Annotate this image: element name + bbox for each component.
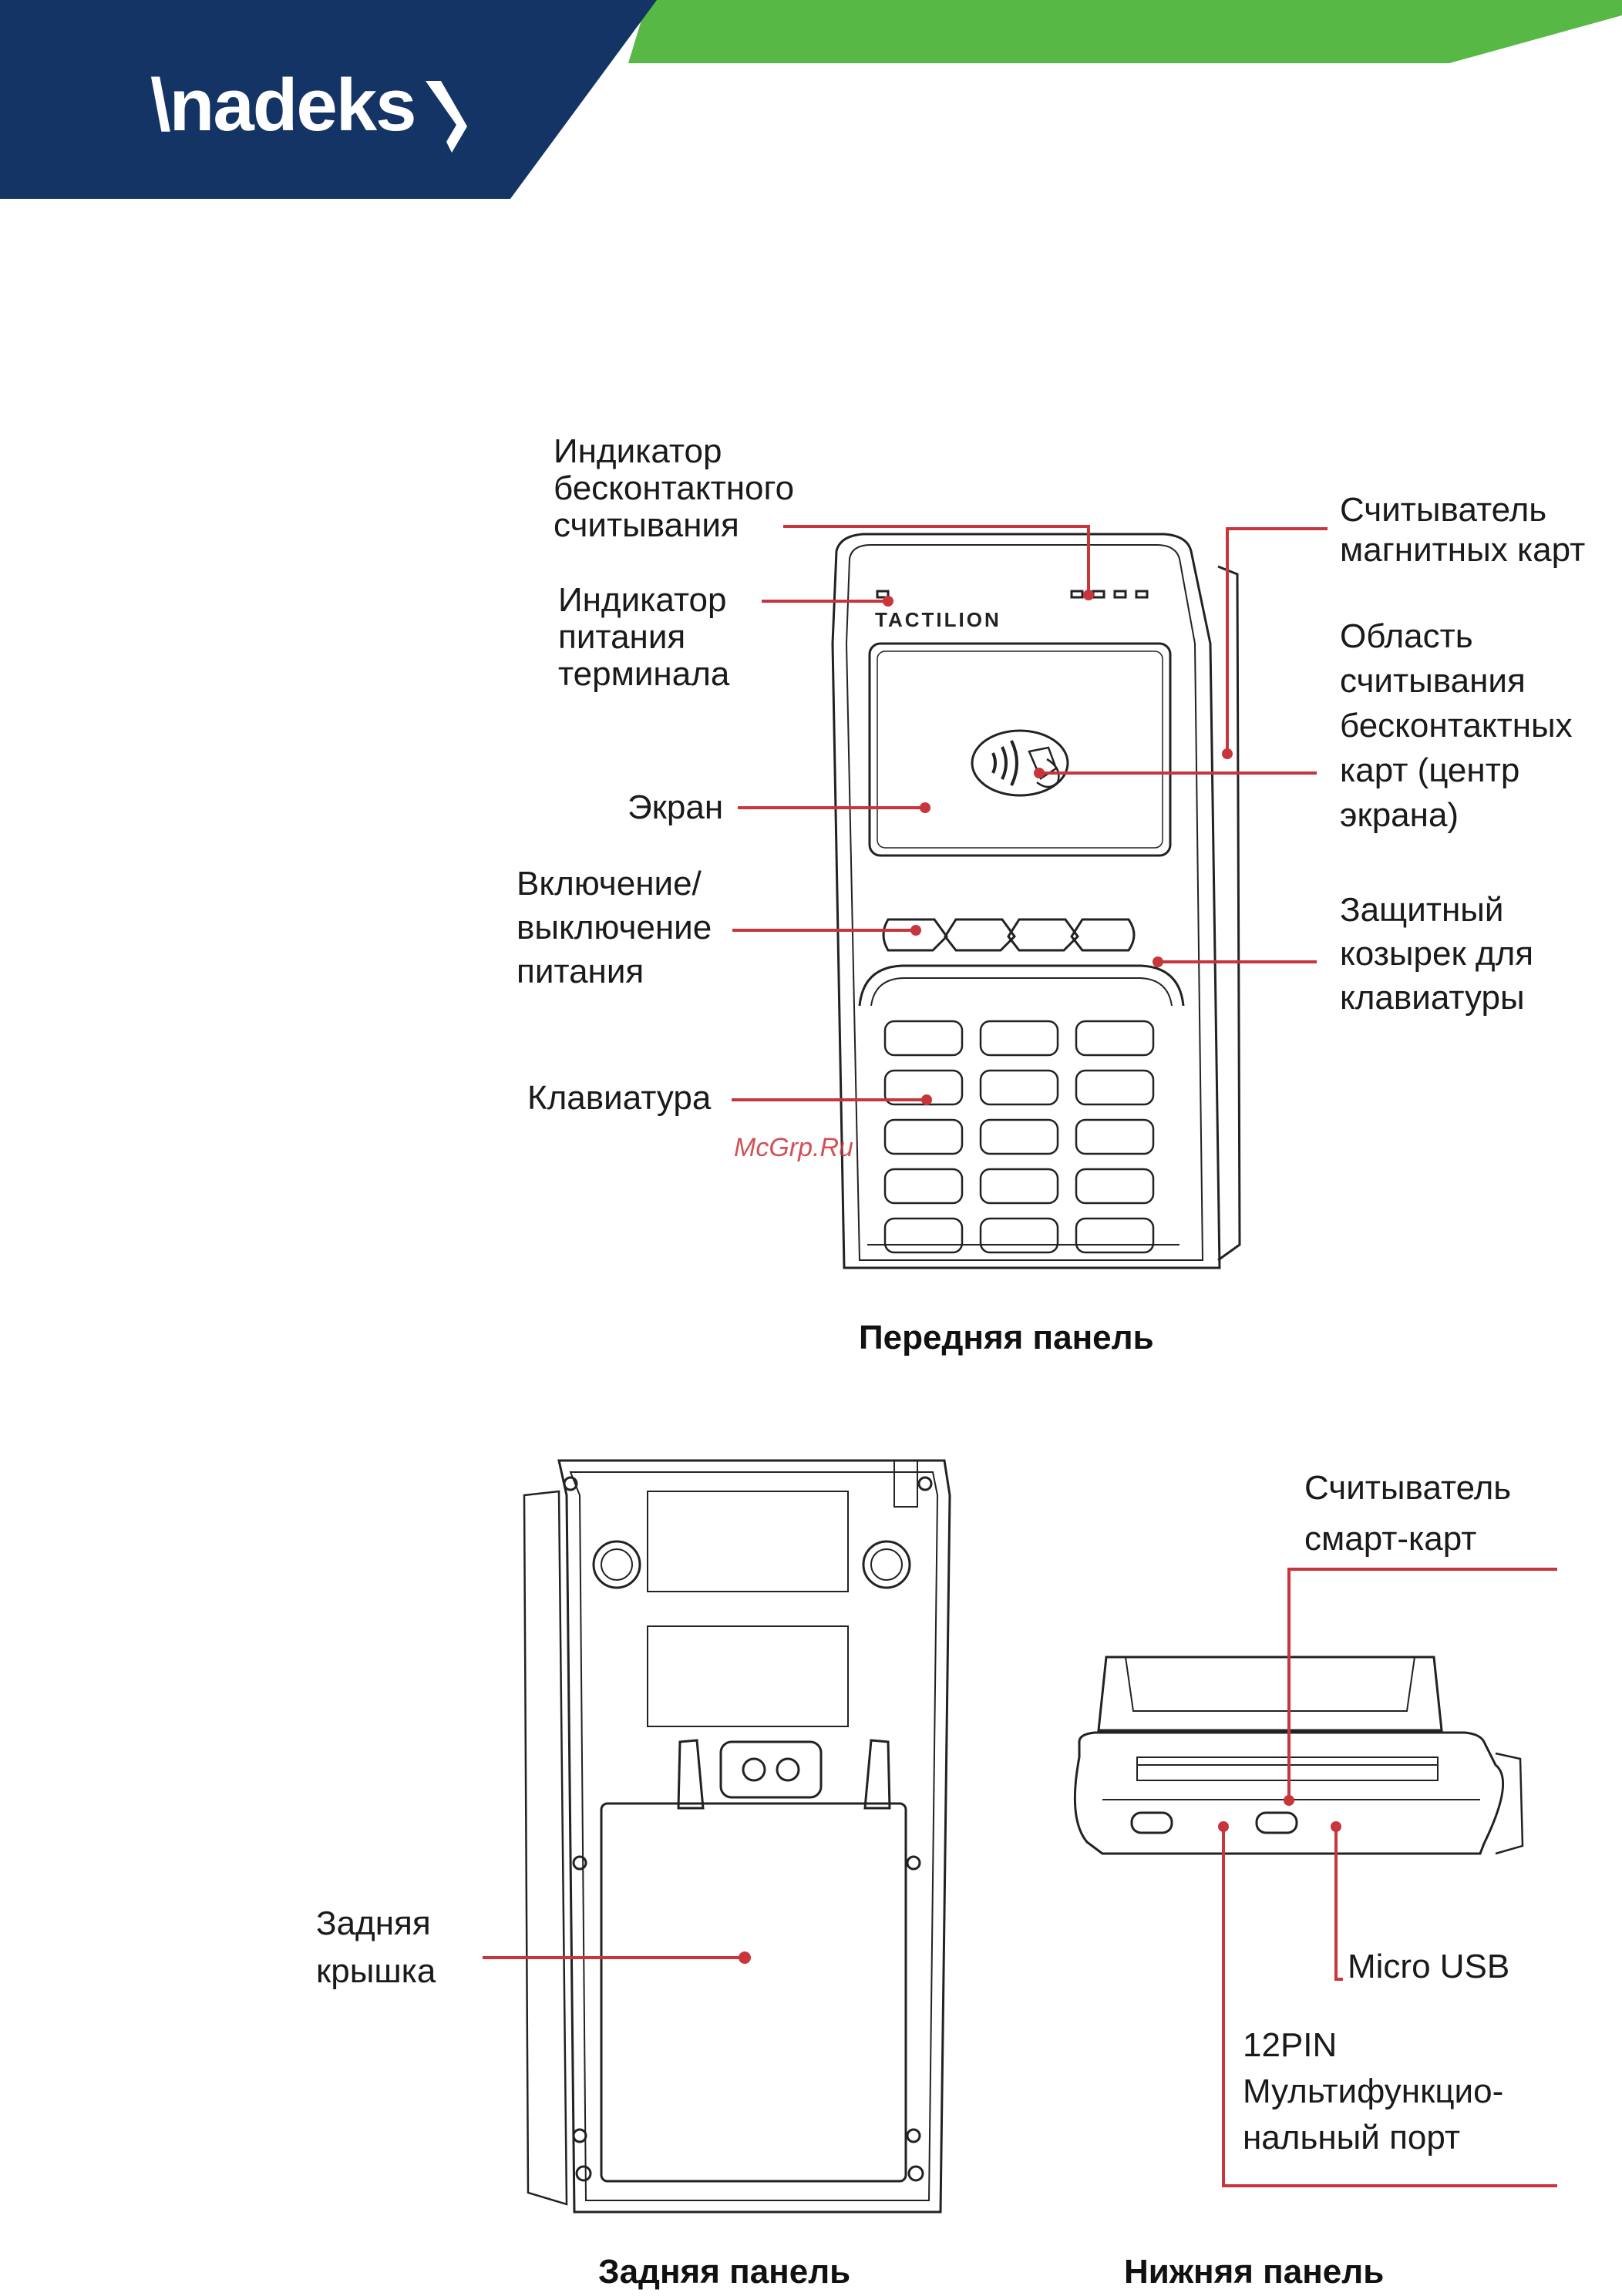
label-power-indicator: Индикатор питания терминала — [558, 581, 730, 693]
label-keypad-shield: Защитный козырек для клавиатуры — [1340, 891, 1534, 1017]
terminal-body — [831, 533, 1221, 1269]
micro-usb-port — [1255, 1811, 1298, 1834]
caption-front-panel: Передняя панель — [859, 1319, 1154, 1356]
green-band — [628, 0, 1622, 63]
logo-slash-icon — [426, 81, 467, 153]
label-screen: Экран — [628, 788, 724, 826]
label-magstripe-reader: Считыватель магнитных карт — [1340, 491, 1586, 569]
watermark: McGrp.Ru — [734, 1133, 853, 1162]
caption-back-panel: Задняя панель — [598, 2253, 851, 2291]
header-banner — [0, 0, 1622, 199]
bottom-panel-drawing — [1073, 1656, 1524, 1855]
label-back-cover: Задняя крышка — [316, 1904, 436, 1990]
function-keys — [882, 918, 1136, 952]
label-contactless-area: Область считывания бесконтактных карт (ц… — [1340, 617, 1573, 834]
device-brand: TACTILION — [875, 608, 1001, 631]
front-panel-drawing: TACTILION — [831, 533, 1241, 1269]
label-keypad: Клавиатура — [527, 1079, 712, 1117]
label-multifunction-port: 12PIN Мультифункцио- нальный порт — [1243, 2026, 1504, 2156]
company-logo: \nadeks — [150, 64, 417, 146]
label-power-button: Включение/ выключение питания — [517, 865, 712, 990]
lower-callout-lines — [483, 1568, 1557, 2187]
screen — [868, 642, 1172, 857]
label-micro-usb: Micro USB — [1348, 1948, 1510, 1985]
back-cover — [600, 1802, 907, 2183]
indicator-leds — [876, 590, 1149, 599]
keypad-shield — [858, 964, 1185, 1007]
back-panel-drawing — [523, 1459, 951, 2214]
front-callout-lines — [732, 525, 1328, 1105]
keypad-keys — [883, 1020, 1155, 1254]
navy-panel — [0, 0, 657, 199]
label-contactless-indicator: Индикатор бесконтактного считывания — [554, 432, 795, 544]
label-smartcard-reader: Считыватель смарт-карт — [1304, 1469, 1512, 1558]
back-body — [557, 1459, 951, 2214]
contactless-symbol-icon — [971, 729, 1069, 797]
multifunction-port — [1130, 1811, 1173, 1834]
caption-bottom-panel: Нижняя панель — [1124, 2253, 1385, 2291]
back-connector — [719, 1740, 823, 1799]
bottom-body — [1073, 1731, 1505, 1855]
card-slot-housing — [1097, 1656, 1443, 1732]
